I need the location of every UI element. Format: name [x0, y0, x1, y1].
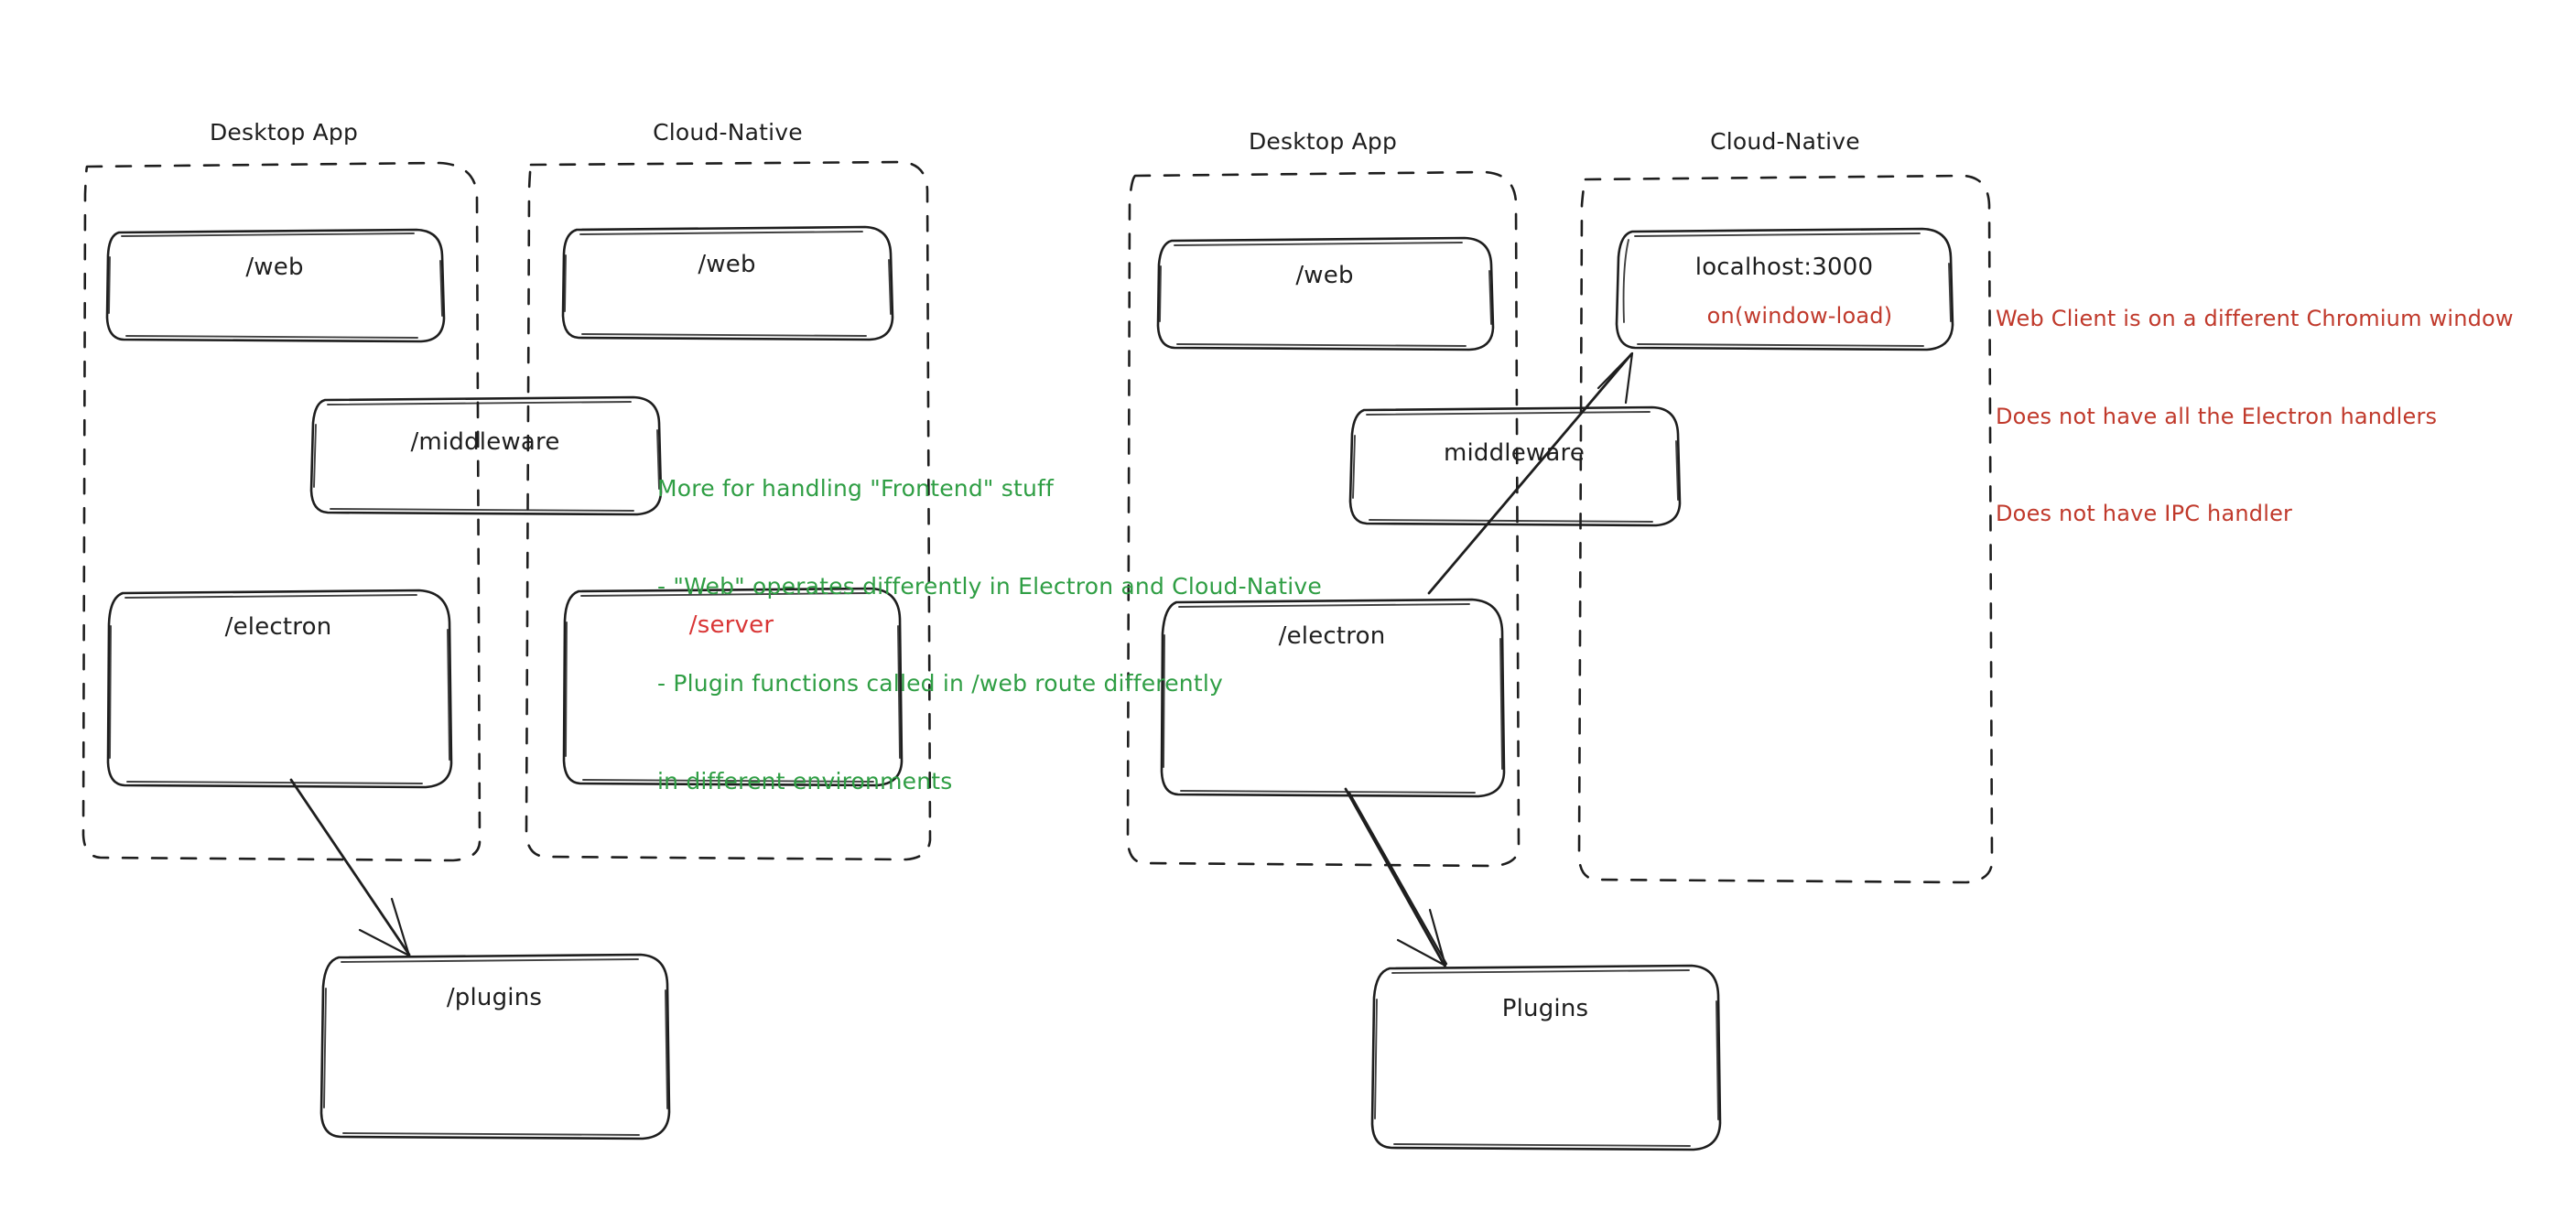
group-label-left-desktop-app: Desktop App	[209, 119, 359, 146]
node-left-plugins-shape	[319, 953, 671, 1140]
node-label-right-middleware[interactable]: middleware	[1443, 439, 1586, 467]
node-label-left-electron[interactable]: /electron	[224, 613, 332, 641]
group-label-right-desktop-app: Desktop App	[1248, 128, 1398, 155]
group-right-desktop-app-border	[1126, 170, 1521, 868]
arrow-left-electron-to-plugins	[289, 778, 411, 957]
note-green-line-3: - Plugin functions called in /web route …	[657, 670, 1223, 697]
node-left-server-shape	[562, 587, 904, 787]
node-left-cloud-web-shape	[561, 225, 894, 341]
node-right-localhost-shape	[1615, 227, 1954, 351]
node-label-right-desktop-web[interactable]: /web	[1295, 262, 1354, 289]
node-right-electron-shape	[1160, 598, 1506, 798]
node-left-desktop-web-shape	[105, 228, 446, 343]
node-label-left-cloud-web[interactable]: /web	[698, 251, 756, 278]
node-label-left-server[interactable]: /server	[688, 611, 774, 639]
node-left-electron-shape	[106, 589, 453, 789]
note-red-line-1: Web Client is on a different Chromium wi…	[1996, 306, 2514, 332]
node-label-left-plugins[interactable]: /plugins	[446, 984, 543, 1011]
node-label-right-localhost[interactable]: localhost:3000	[1694, 254, 1874, 281]
node-label-right-plugins[interactable]: Plugins	[1501, 995, 1589, 1022]
node-right-middleware-shape	[1348, 405, 1682, 527]
group-right-cloud-native-border	[1577, 174, 1994, 884]
node-label-left-middleware[interactable]: /middleware	[410, 428, 560, 456]
node-left-middleware-shape	[309, 395, 663, 516]
group-left-desktop-app-border	[81, 161, 482, 862]
group-label-right-cloud-native: Cloud-Native	[1710, 128, 1860, 155]
node-label-right-electron[interactable]: /electron	[1278, 622, 1386, 650]
node-right-plugins-shape	[1370, 964, 1722, 1151]
note-red-annotation: Web Client is on a different Chromium wi…	[1996, 238, 2563, 596]
note-green-line-2: - "Web" operates differently in Electron…	[657, 572, 1322, 600]
note-green-line-4: in different environments	[657, 767, 953, 794]
note-red-line-2: Does not have all the Electron handlers	[1996, 403, 2438, 429]
note-green-annotation: More for handling "Frontend" stuff - "We…	[657, 407, 1380, 862]
group-left-cloud-native-border	[525, 160, 932, 861]
node-right-desktop-web-shape	[1156, 236, 1495, 351]
node-label-left-desktop-web[interactable]: /web	[245, 254, 304, 281]
arrow-right-electron-to-localhost	[1427, 351, 1634, 595]
note-green-line-1: More for handling "Frontend" stuff	[657, 475, 1055, 502]
arrow-right-electron-to-plugins	[1344, 787, 1448, 967]
group-label-left-cloud-native: Cloud-Native	[653, 119, 803, 146]
note-red-line-3: Does not have IPC handler	[1996, 501, 2293, 527]
node-sublabel-right-localhost-on-window-load: on(window-load)	[1706, 303, 1893, 329]
